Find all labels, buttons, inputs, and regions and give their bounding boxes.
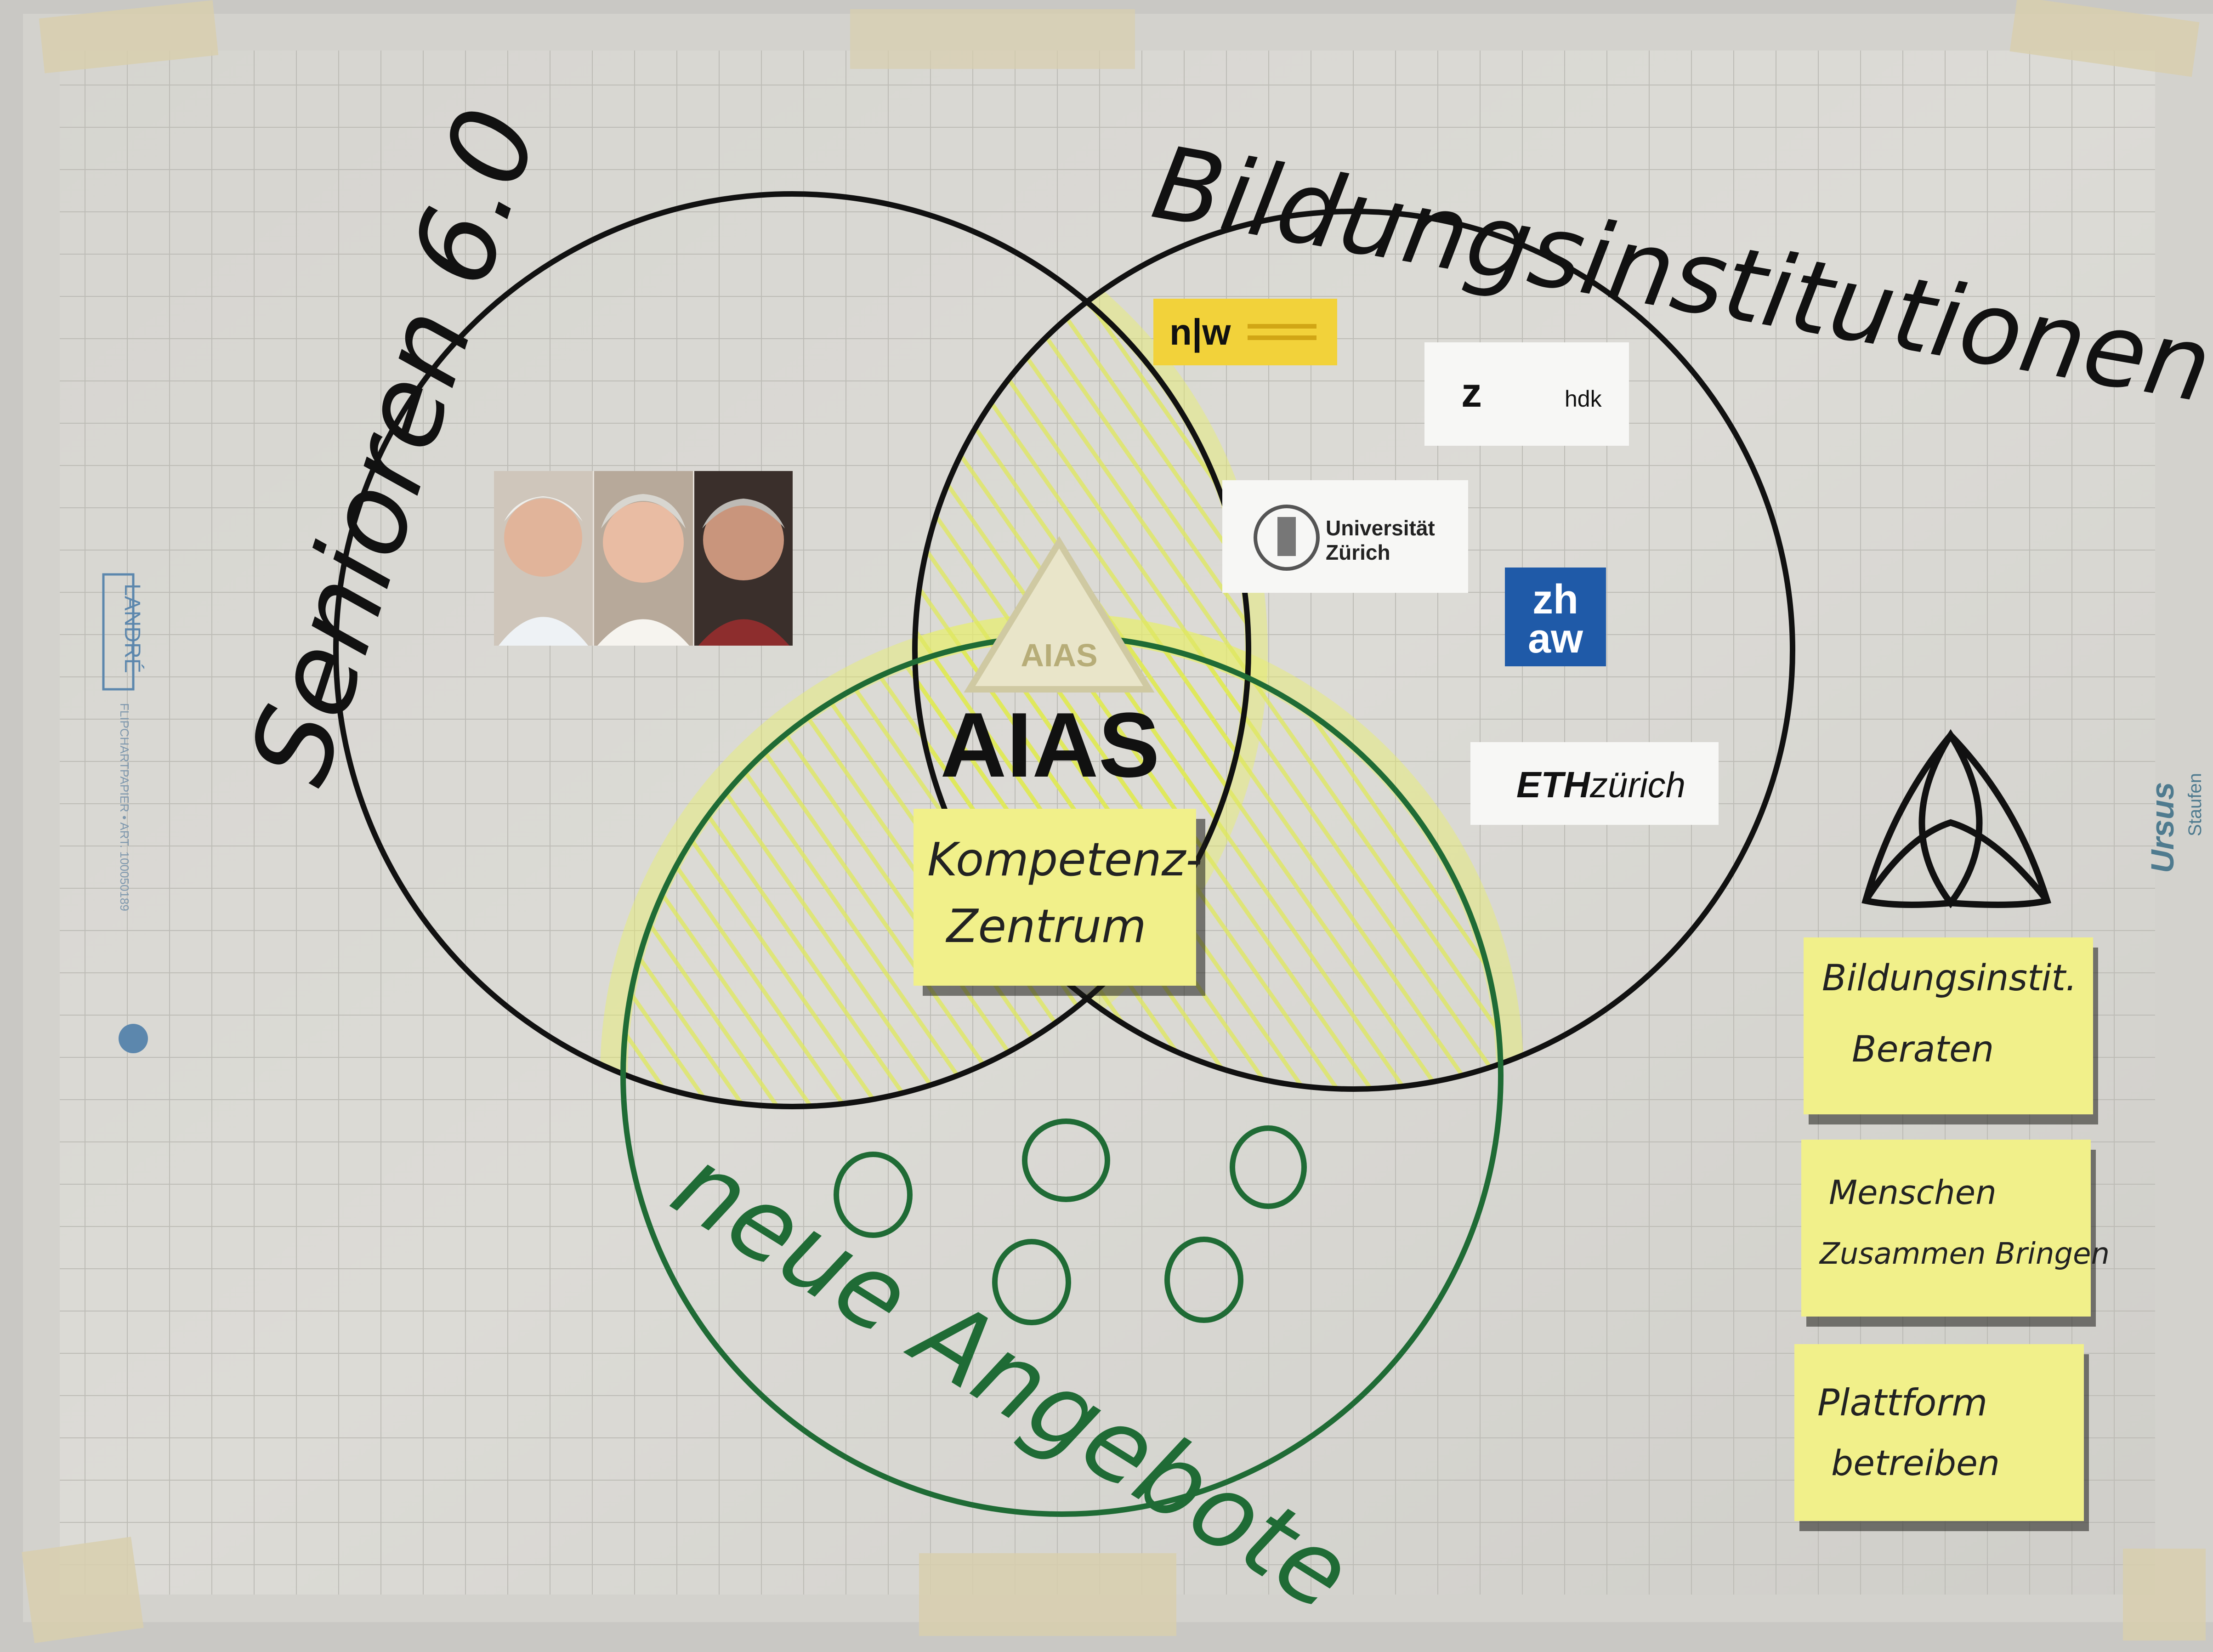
sticky-note-1-line2: Beraten (1852, 1029, 1994, 1070)
tape-top-center (850, 9, 1135, 69)
tape-bottom-center (919, 1553, 1176, 1636)
paper-brand-badge-icon (119, 1024, 148, 1053)
paper-brand-right-sub: Staufen (2185, 773, 2205, 836)
logo-eth-light: zürich (1589, 765, 1685, 805)
sticky-note-2: Menschen Zusammen Bringen (1801, 1140, 2110, 1327)
senior-photo-1 (494, 471, 593, 646)
sticky-kompetenz-zentrum: Kompetenz- Zentrum (914, 809, 1205, 996)
venn-circle-senioren (333, 191, 1251, 1109)
uzh-seal-icon (1254, 505, 1320, 571)
tape-top-right (2009, 0, 2200, 77)
sticky-note-3-line2: betreiben (1831, 1442, 2000, 1483)
offer-circle (1022, 1118, 1110, 1202)
sticky-note-3-line1: Plattform (1817, 1381, 1987, 1424)
sticky-note-3: Plattform betreiben (1794, 1344, 2089, 1531)
logo-eth-bold: ETH (1516, 764, 1591, 805)
logo-zhaw-line1: zh (1532, 577, 1578, 623)
paper-brand-left: LANDRÉ FLIPCHARTPAPIER • ART. 100050189 (102, 573, 148, 1053)
senior-photos (494, 471, 793, 646)
aias-logo: AIAS AIAS (940, 536, 1160, 796)
logo-uzh-line2: Zürich (1326, 540, 1390, 564)
tape-top-left (39, 0, 219, 74)
tape-bottom-left (22, 1537, 144, 1643)
logo-uzh: Universität Zürich (1222, 480, 1468, 593)
offer-circle (992, 1239, 1071, 1325)
tape-bottom-right (2123, 1549, 2206, 1641)
sticky-note-1-line1: Bildungsinstit. (1822, 958, 2077, 999)
sticky-kompetenz-line2: Zentrum (945, 899, 1146, 953)
paper-brand-right: Ursus Staufen (2145, 773, 2205, 873)
aias-triangle-icon (964, 536, 1155, 693)
logo-zhaw: zh aw (1505, 568, 1606, 666)
offer-circle (1164, 1237, 1243, 1323)
logo-fhnw-text: n|w (1169, 312, 1231, 353)
sticky-note-2-line1: Menschen (1829, 1173, 1997, 1212)
logo-eth: ETH zürich (1470, 742, 1719, 825)
triquetra-icon (1861, 729, 2051, 908)
logo-uzh-line1: Universität (1326, 516, 1435, 540)
offer-circle (1230, 1125, 1307, 1209)
senior-photo-2 (594, 471, 693, 646)
aias-wordmark: AIAS (940, 694, 1160, 796)
sticky-note-1: Bildungsinstit. Beraten (1804, 937, 2098, 1124)
paper-brand-left-sub: FLIPCHARTPAPIER • ART. 100050189 (118, 703, 131, 911)
logo-zhdk-z: z (1461, 370, 1482, 416)
paper-brand-right-text: Ursus (2145, 782, 2180, 873)
sticky-kompetenz-line1: Kompetenz- (927, 833, 1202, 886)
sticky-note-2-line2: Zusammen Bringen (1819, 1237, 2110, 1271)
logo-zhdk-hdk: hdk (1565, 386, 1602, 412)
aias-triangle-word: AIAS (1021, 637, 1097, 673)
senior-photo-3 (694, 471, 793, 646)
logo-fhnw: n|w (1153, 299, 1337, 365)
venn-circle-bildungsinstitutionen (912, 209, 1795, 1092)
logo-zhaw-line2: aw (1528, 616, 1583, 662)
paper-brand-left-text: LANDRÉ (120, 584, 144, 673)
offer-circles (834, 1118, 1307, 1325)
logo-zhdk: z hdk (1424, 342, 1629, 446)
offer-circle (834, 1152, 913, 1238)
